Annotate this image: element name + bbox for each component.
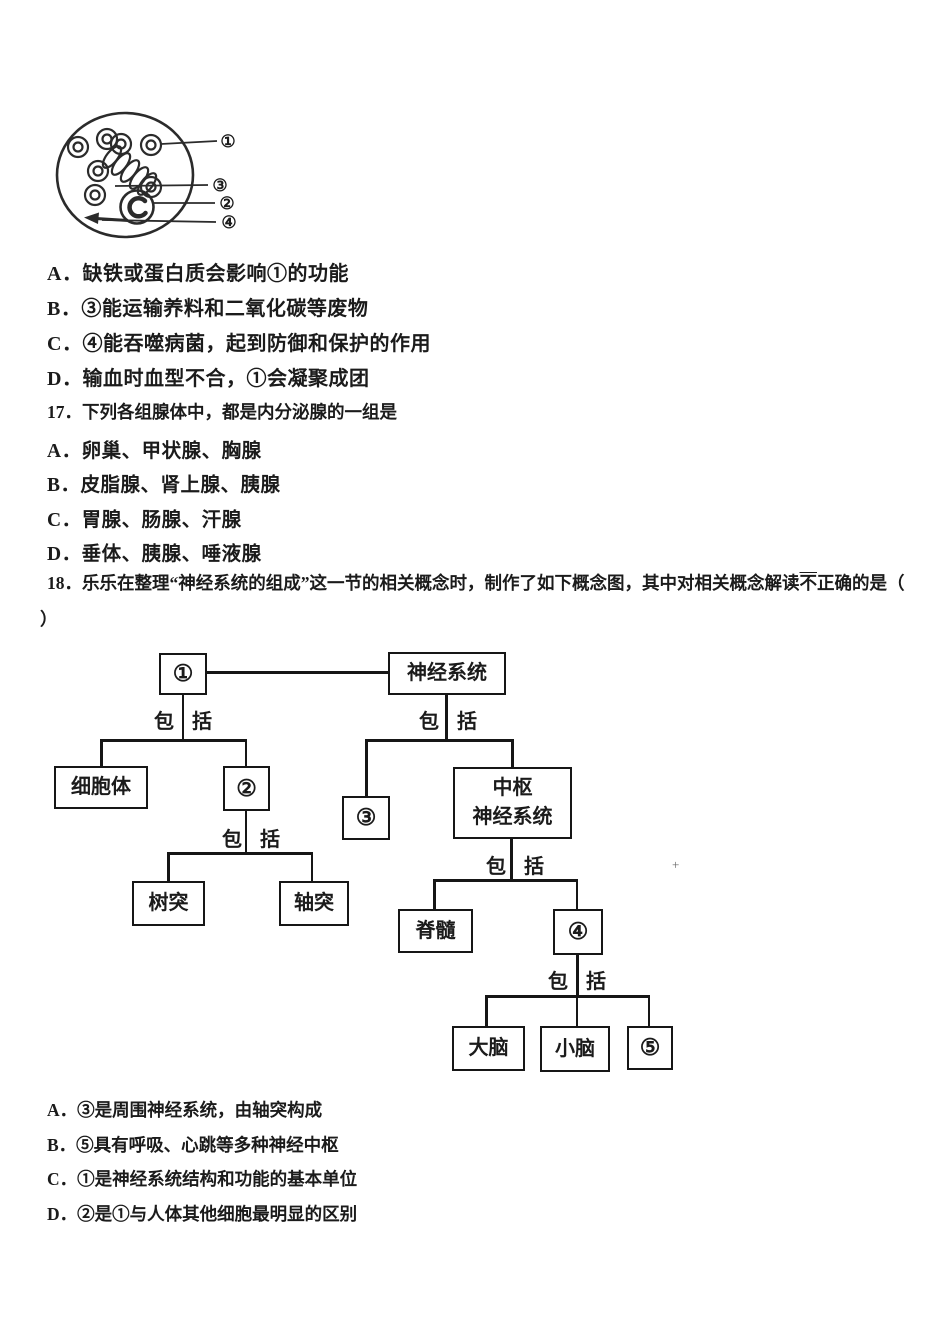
connector (167, 852, 170, 882)
scan-artifact-plus: + (672, 857, 680, 872)
connector (207, 671, 388, 674)
q17-option-c: C．胃腺、肠腺、汗腺 (47, 510, 242, 531)
edge-label-baokuo: 包括 (222, 829, 298, 851)
connector (510, 838, 513, 881)
figure-label-4: ④ (221, 213, 236, 232)
connector (244, 810, 247, 854)
edge-label-baokuo: 包括 (486, 856, 562, 878)
q16-option-b: B．③能运输养料和二氧化碳等废物 (47, 298, 369, 320)
white-blood-cell (119, 189, 155, 225)
connector (167, 852, 313, 855)
question-17-stem: 17．下列各组腺体中，都是内分泌腺的一组是 (47, 402, 397, 422)
figure-label-1: ① (220, 132, 235, 151)
red-blood-cells (66, 127, 163, 207)
node-2: ② (223, 766, 270, 811)
connector (575, 995, 578, 1027)
q17-option-a: A．卵巢、甲状腺、胸腺 (47, 441, 262, 462)
connector (485, 995, 650, 998)
connector (244, 739, 247, 767)
connector (310, 852, 313, 882)
edge-label-baokuo: 包括 (154, 711, 230, 733)
q17-option-d: D．垂体、胰腺、唾液腺 (47, 544, 262, 565)
q18-option-d: D．②是①与人体其他细胞最明显的区别 (47, 1204, 358, 1224)
node-1: ① (159, 653, 207, 695)
node-cell-body: 细胞体 (54, 766, 148, 809)
node-central-nervous-system: 中枢 神经系统 (453, 767, 572, 839)
blood-smear-figure: ① ③ ② ④ (55, 111, 237, 239)
connector (576, 955, 579, 997)
q17-option-b: B．皮脂腺、肾上腺、胰腺 (47, 475, 281, 496)
connector (575, 879, 578, 910)
figure-label-2: ② (219, 194, 234, 213)
figure-label-3: ③ (212, 176, 227, 195)
node-dendrite: 树突 (132, 881, 205, 926)
q18-stem-close-paren: ） (40, 609, 58, 629)
q18-option-c: C．①是神经系统结构和功能的基本单位 (47, 1169, 358, 1189)
edge-label-baokuo: 包括 (548, 971, 624, 993)
q16-option-c: C．④能吞噬病菌，起到防御和保护的作用 (47, 333, 431, 355)
edge-label-baokuo: 包括 (419, 711, 495, 733)
connector (433, 879, 578, 882)
rouleaux-stack (101, 145, 158, 196)
connector (100, 739, 103, 767)
question-18-stem: 18．乐乐在整理“神经系统的组成”这一节的相关概念时，制作了如下概念图，其中对相… (47, 570, 905, 595)
connector (485, 995, 488, 1027)
node-5: ⑤ (627, 1026, 673, 1070)
connector (181, 694, 184, 741)
cns-line2: 神经系统 (472, 806, 553, 828)
leader-lines (101, 140, 218, 223)
node-cerebrum: 大脑 (452, 1026, 525, 1071)
connector (100, 739, 247, 742)
q16-option-d: D．输血时血型不合，①会凝聚成团 (47, 368, 370, 390)
connector (365, 739, 513, 742)
node-axon: 轴突 (279, 881, 349, 926)
q16-option-a: A．缺铁或蛋白质会影响①的功能 (47, 263, 349, 285)
q18-stem-emphasis: 不 (799, 573, 818, 593)
q18-stem-prefix: 18．乐乐在整理“神经系统的组成”这一节的相关概念时，制作了如下概念图，其中对相… (47, 573, 800, 593)
node-4: ④ (553, 909, 603, 955)
connector (365, 739, 368, 797)
cell-field-circle (55, 111, 195, 239)
node-spinal-cord: 脊髓 (398, 909, 473, 953)
q18-option-b: B．⑤具有呼吸、心跳等多种神经中枢 (47, 1135, 339, 1155)
connector (433, 879, 436, 910)
connector (445, 694, 448, 741)
connector (647, 995, 650, 1027)
connector (511, 739, 514, 768)
node-nervous-system: 神经系统 (388, 652, 506, 695)
node-cerebellum: 小脑 (540, 1026, 610, 1072)
q18-stem-suffix: 正确的是（ (817, 573, 905, 593)
q18-option-a: A．③是周围神经系统，由轴突构成 (47, 1100, 323, 1120)
node-3: ③ (342, 796, 390, 840)
cns-line1: 中枢 (492, 777, 533, 799)
